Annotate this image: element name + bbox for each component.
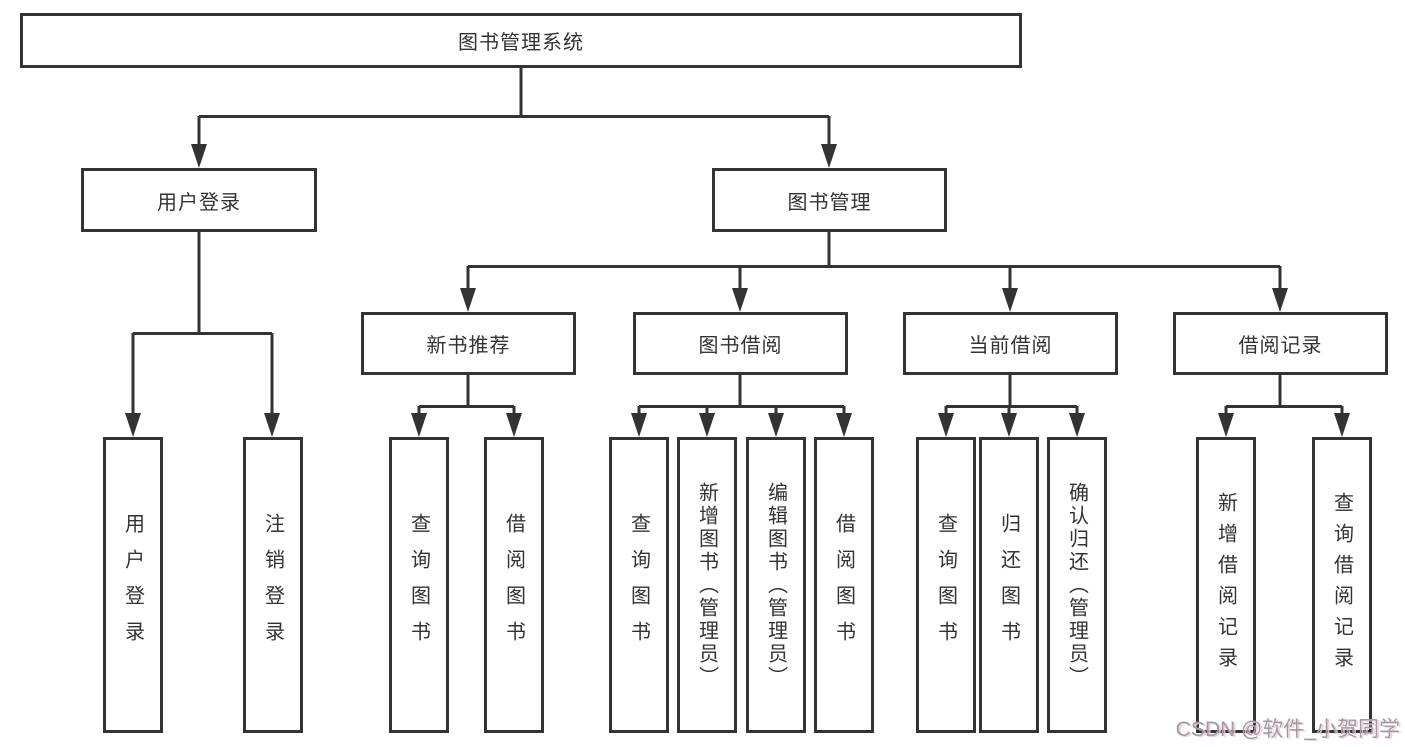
node-label: 查询图书 bbox=[627, 513, 650, 657]
node-label: 新增借阅记录 bbox=[1214, 492, 1237, 678]
node-label: 查询图书 bbox=[934, 513, 957, 657]
node-label: 图书借阅 bbox=[698, 335, 783, 357]
leaf-confirm-return-admin: 确认归还（管理员） bbox=[1047, 437, 1107, 733]
node-label: 编辑图书（管理员） bbox=[764, 481, 787, 689]
node-label: 图书管理 bbox=[787, 191, 872, 214]
node-new-book-recommendation: 新书推荐 bbox=[361, 312, 576, 375]
leaf-query-borrow-record: 查询借阅记录 bbox=[1312, 437, 1372, 733]
leaf-query-books-borrowing: 查询图书 bbox=[609, 437, 669, 733]
leaf-edit-books-admin: 编辑图书（管理员） bbox=[746, 437, 806, 733]
leaf-add-books-admin: 新增图书（管理员） bbox=[677, 437, 737, 733]
node-label: 借阅图书 bbox=[832, 513, 855, 657]
leaf-query-books-recommend: 查询图书 bbox=[389, 437, 449, 733]
node-book-borrowing: 图书借阅 bbox=[633, 312, 848, 375]
node-label: 查询借阅记录 bbox=[1330, 492, 1353, 678]
node-label: 图书管理系统 bbox=[458, 32, 584, 54]
node-label: 当前借阅 bbox=[968, 335, 1053, 357]
node-label: 借阅记录 bbox=[1238, 335, 1323, 357]
node-label: 借阅图书 bbox=[502, 513, 525, 657]
node-borrowing-records: 借阅记录 bbox=[1173, 312, 1388, 375]
node-current-borrowing: 当前借阅 bbox=[903, 312, 1118, 375]
node-label: 用户登录 bbox=[121, 513, 144, 657]
watermark: CSDN @软件_小贺同学 bbox=[1175, 718, 1400, 741]
node-label: 确认归还（管理员） bbox=[1065, 481, 1088, 689]
leaf-borrow-books-recommend: 借阅图书 bbox=[484, 437, 544, 733]
node-label: 注销登录 bbox=[261, 513, 284, 657]
node-label: 用户登录 bbox=[157, 191, 241, 214]
leaf-query-books-current: 查询图书 bbox=[916, 437, 976, 733]
node-label: 查询图书 bbox=[407, 513, 430, 657]
leaf-logout: 注销登录 bbox=[243, 437, 303, 733]
node-label: 新增图书（管理员） bbox=[695, 481, 718, 689]
leaf-user-login: 用户登录 bbox=[103, 437, 163, 733]
node-user-login: 用户登录 bbox=[81, 168, 317, 232]
leaf-return-books: 归还图书 bbox=[979, 437, 1039, 733]
node-label: 归还图书 bbox=[997, 513, 1020, 657]
leaf-add-borrow-record: 新增借阅记录 bbox=[1196, 437, 1256, 733]
node-library-management-system: 图书管理系统 bbox=[20, 13, 1022, 68]
node-label: 新书推荐 bbox=[426, 335, 511, 357]
node-book-management: 图书管理 bbox=[712, 168, 947, 232]
leaf-borrow-books-borrowing: 借阅图书 bbox=[814, 437, 874, 733]
